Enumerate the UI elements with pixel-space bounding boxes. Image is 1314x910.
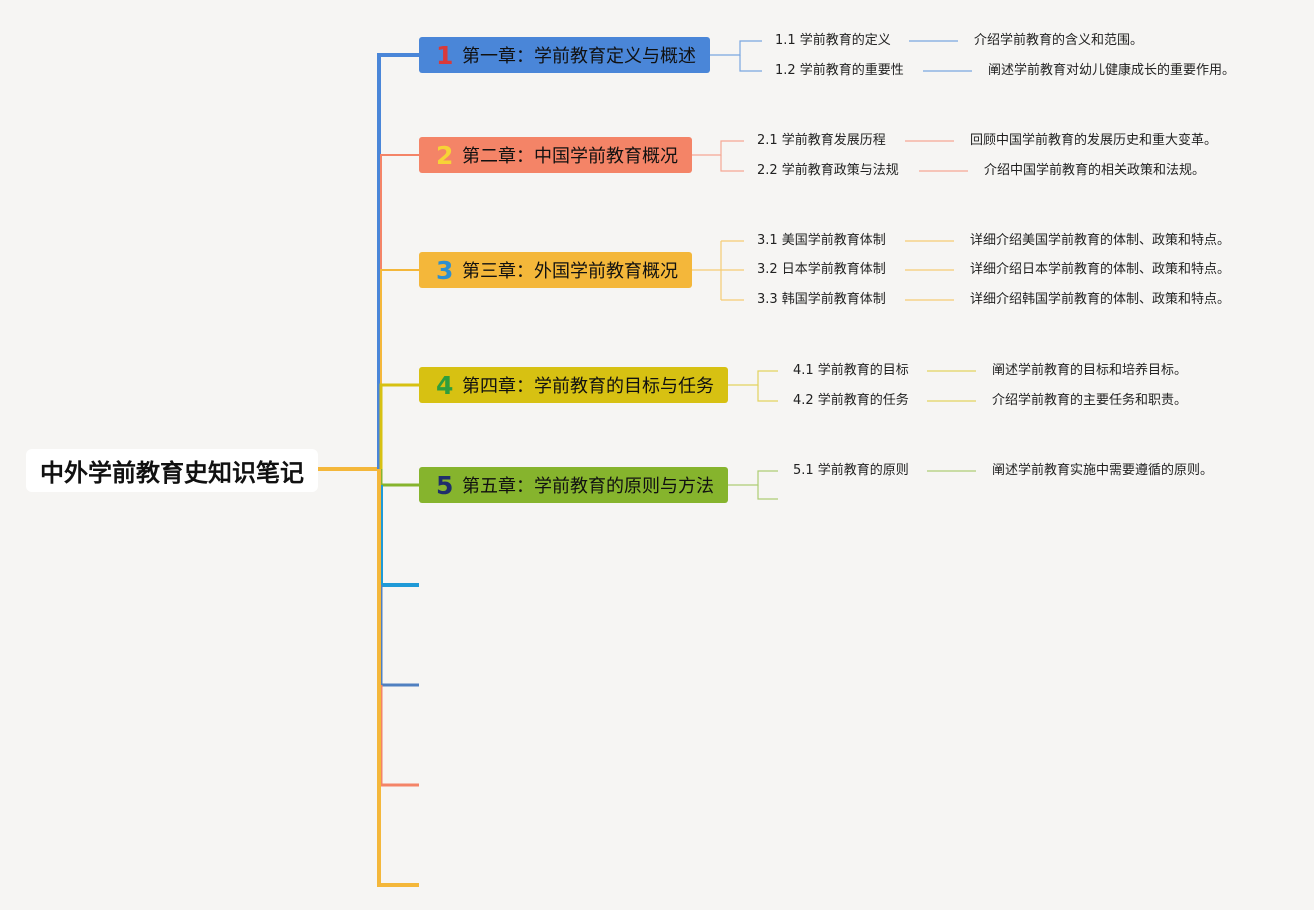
section-desc-2-2[interactable]: 介绍中国学前教育的相关政策和法规。 [984, 163, 1206, 178]
chapter-number-5: 5 [436, 470, 454, 500]
section-label-1-2[interactable]: 1.2 学前教育的重要性 [775, 63, 904, 78]
section-label-3-2[interactable]: 3.2 日本学前教育体制 [757, 262, 886, 277]
chapter-node-3[interactable]: 3 第三章：外国学前教育概况 [419, 252, 692, 288]
section-desc-1-1[interactable]: 介绍学前教育的含义和范围。 [974, 33, 1144, 48]
section-desc-3-2[interactable]: 详细介绍日本学前教育的体制、政策和特点。 [970, 262, 1231, 277]
root-node[interactable]: 中外学前教育史知识笔记 [26, 449, 318, 492]
section-label-5-1[interactable]: 5.1 学前教育的原则 [793, 463, 909, 478]
chapter-node-5[interactable]: 5 第五章：学前教育的原则与方法 [419, 467, 728, 503]
chapter-node-4[interactable]: 4 第四章：学前教育的目标与任务 [419, 367, 728, 403]
section-desc-4-2[interactable]: 介绍学前教育的主要任务和职责。 [992, 393, 1188, 408]
section-desc-5-1[interactable]: 阐述学前教育实施中需要遵循的原则。 [992, 463, 1214, 478]
trunk-line-extra-1 [379, 485, 419, 587]
trunk-line-ch1 [377, 53, 419, 469]
ch1-branches [710, 40, 972, 72]
section-desc-2-1[interactable]: 回顾中国学前教育的发展历史和重大变革。 [970, 133, 1218, 148]
section-label-4-2[interactable]: 4.2 学前教育的任务 [793, 393, 909, 408]
chapter-node-2[interactable]: 2 第二章：中国学前教育概况 [419, 137, 692, 173]
chapter-number-2: 2 [436, 140, 454, 170]
trunk-line-ch2 [380, 154, 419, 469]
section-label-2-1[interactable]: 2.1 学前教育发展历程 [757, 133, 886, 148]
trunk-line-extra-3 [379, 685, 419, 787]
section-label-1-1[interactable]: 1.1 学前教育的定义 [775, 33, 891, 48]
chapter-number-1: 1 [436, 40, 454, 70]
chapter-title-4: 第四章：学前教育的目标与任务 [462, 376, 714, 397]
section-label-3-3[interactable]: 3.3 韩国学前教育体制 [757, 292, 886, 307]
trunk-line-ch5 [379, 469, 419, 487]
section-desc-3-1[interactable]: 详细介绍美国学前教育的体制、政策和特点。 [970, 233, 1231, 248]
ch3-branches [692, 240, 954, 301]
ch5-branches [728, 470, 976, 500]
ch2-branches [692, 140, 968, 172]
trunk-line-extra-2 [379, 585, 419, 687]
section-label-4-1[interactable]: 4.1 学前教育的目标 [793, 363, 909, 378]
root-title: 中外学前教育史知识笔记 [40, 459, 304, 487]
chapter-title-5: 第五章：学前教育的原则与方法 [462, 476, 714, 497]
chapter-title-2: 第二章：中国学前教育概况 [462, 146, 678, 167]
chapter-node-1[interactable]: 1 第一章：学前教育定义与概述 [419, 37, 710, 73]
section-desc-1-2[interactable]: 阐述学前教育对幼儿健康成长的重要作用。 [988, 63, 1236, 78]
section-desc-4-1[interactable]: 阐述学前教育的目标和培养目标。 [992, 363, 1188, 378]
ch4-branches [728, 370, 976, 402]
chapter-title-3: 第三章：外国学前教育概况 [462, 261, 678, 282]
chapter-number-4: 4 [436, 370, 454, 400]
trunk-line-ch4 [379, 383, 419, 469]
chapter-title-1: 第一章：学前教育定义与概述 [462, 46, 696, 67]
trunk-line-extra-4 [377, 469, 419, 887]
section-label-3-1[interactable]: 3.1 美国学前教育体制 [757, 233, 886, 248]
section-label-2-2[interactable]: 2.2 学前教育政策与法规 [757, 163, 899, 178]
section-desc-3-3[interactable]: 详细介绍韩国学前教育的体制、政策和特点。 [970, 292, 1231, 307]
trunk-line-ch3 [380, 269, 419, 469]
chapter-number-3: 3 [436, 255, 454, 285]
